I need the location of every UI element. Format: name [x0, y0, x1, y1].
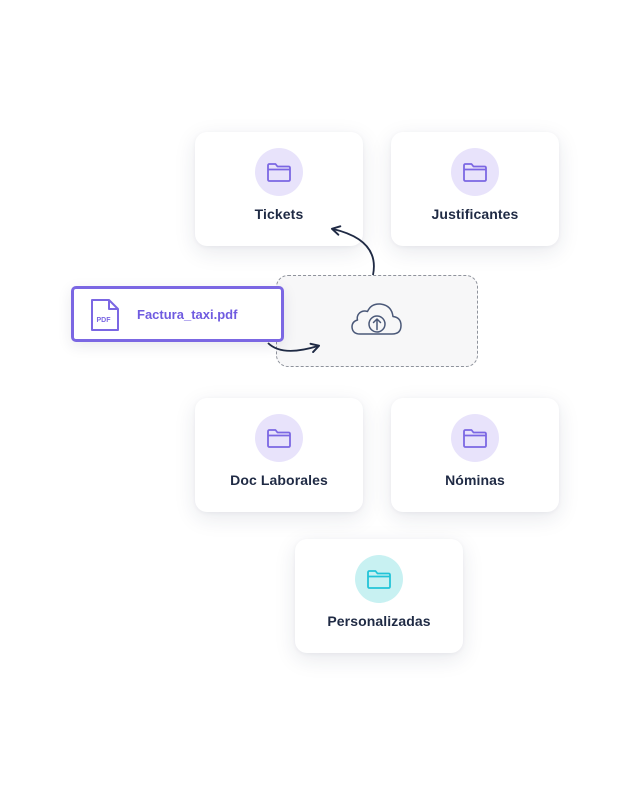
folder-label: Tickets: [254, 206, 304, 222]
folder-label: Personalizadas: [327, 613, 431, 629]
folder-label: Doc Laborales: [230, 472, 328, 488]
folder-card-tickets[interactable]: Tickets: [195, 132, 363, 246]
folder-icon: [255, 148, 303, 196]
folder-label: Justificantes: [431, 206, 519, 222]
pdf-file-icon: PDF: [89, 298, 121, 337]
upload-drop-zone[interactable]: [276, 275, 478, 367]
folder-icon: [355, 555, 403, 603]
folder-card-doc-laborales[interactable]: Doc Laborales: [195, 398, 363, 512]
pdf-type-label: PDF: [97, 317, 112, 324]
folder-icon: [451, 148, 499, 196]
folder-card-nominas[interactable]: Nóminas: [391, 398, 559, 512]
folder-icon: [451, 414, 499, 462]
folder-label: Nóminas: [445, 472, 505, 488]
folder-card-personalizadas[interactable]: Personalizadas: [295, 539, 463, 653]
file-drag-item[interactable]: PDF Factura_taxi.pdf: [71, 286, 284, 342]
folder-card-justificantes[interactable]: Justificantes: [391, 132, 559, 246]
cloud-upload-icon: [348, 298, 406, 345]
file-name: Factura_taxi.pdf: [137, 307, 238, 322]
folder-icon: [255, 414, 303, 462]
